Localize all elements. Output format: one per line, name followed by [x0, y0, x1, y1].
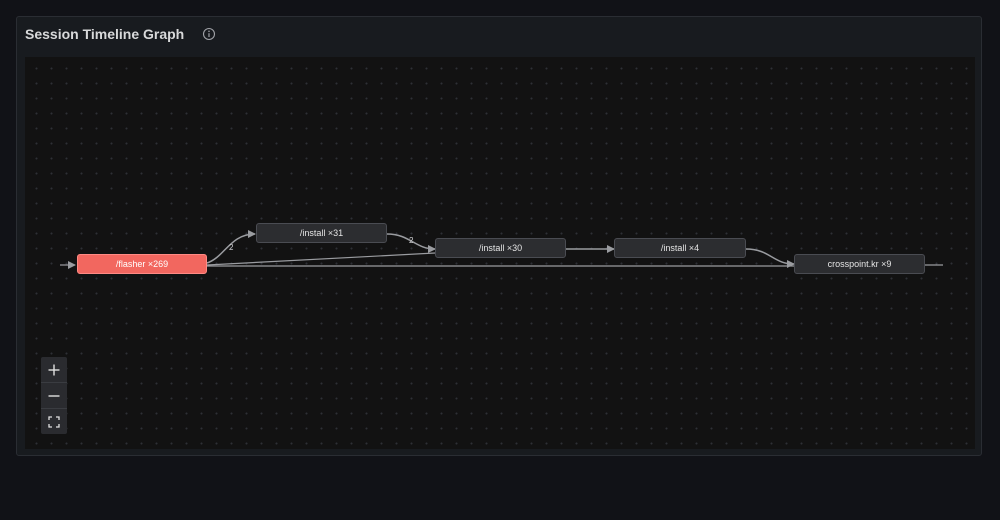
node-label: crosspoint.kr ×9: [827, 259, 892, 269]
minus-icon: [48, 394, 60, 397]
graph-node-install-31[interactable]: /install ×31: [256, 223, 387, 243]
graph-node-install-4[interactable]: /install ×4: [614, 238, 746, 258]
graph-node-install-30[interactable]: /install ×30: [435, 238, 566, 258]
node-label: /install ×30: [478, 243, 523, 253]
zoom-in-button[interactable]: [41, 357, 67, 383]
edge-flasher-install30: [206, 252, 436, 266]
node-label: /install ×4: [660, 243, 700, 253]
zoom-out-button[interactable]: [41, 383, 67, 409]
edge-label: 2: [229, 243, 234, 252]
session-timeline-panel: Session Timeline Graph: [16, 16, 982, 456]
graph-edges: [60, 230, 943, 269]
node-label: /flasher ×269: [115, 259, 169, 269]
zoom-controls: [41, 357, 67, 434]
info-circle-icon[interactable]: [202, 27, 216, 41]
node-label: /install ×31: [299, 228, 344, 238]
graph-node-crosspoint[interactable]: crosspoint.kr ×9: [794, 254, 925, 274]
graph-node-flasher[interactable]: /flasher ×269: [77, 254, 207, 274]
plus-icon: [48, 364, 60, 375]
panel-title: Session Timeline Graph: [25, 26, 185, 42]
fit-view-button[interactable]: [41, 409, 67, 434]
fullscreen-icon: [48, 415, 60, 428]
panel-header: Session Timeline Graph: [17, 17, 981, 51]
edge-install31-install30: [386, 233, 436, 253]
graph-canvas[interactable]: 2 2 /flasher ×269 /install ×31 /install …: [25, 57, 975, 449]
edge-install4-crosspoint: [745, 248, 795, 268]
edge-label: 2: [409, 236, 414, 245]
edge-flasher-install31: [206, 230, 256, 264]
